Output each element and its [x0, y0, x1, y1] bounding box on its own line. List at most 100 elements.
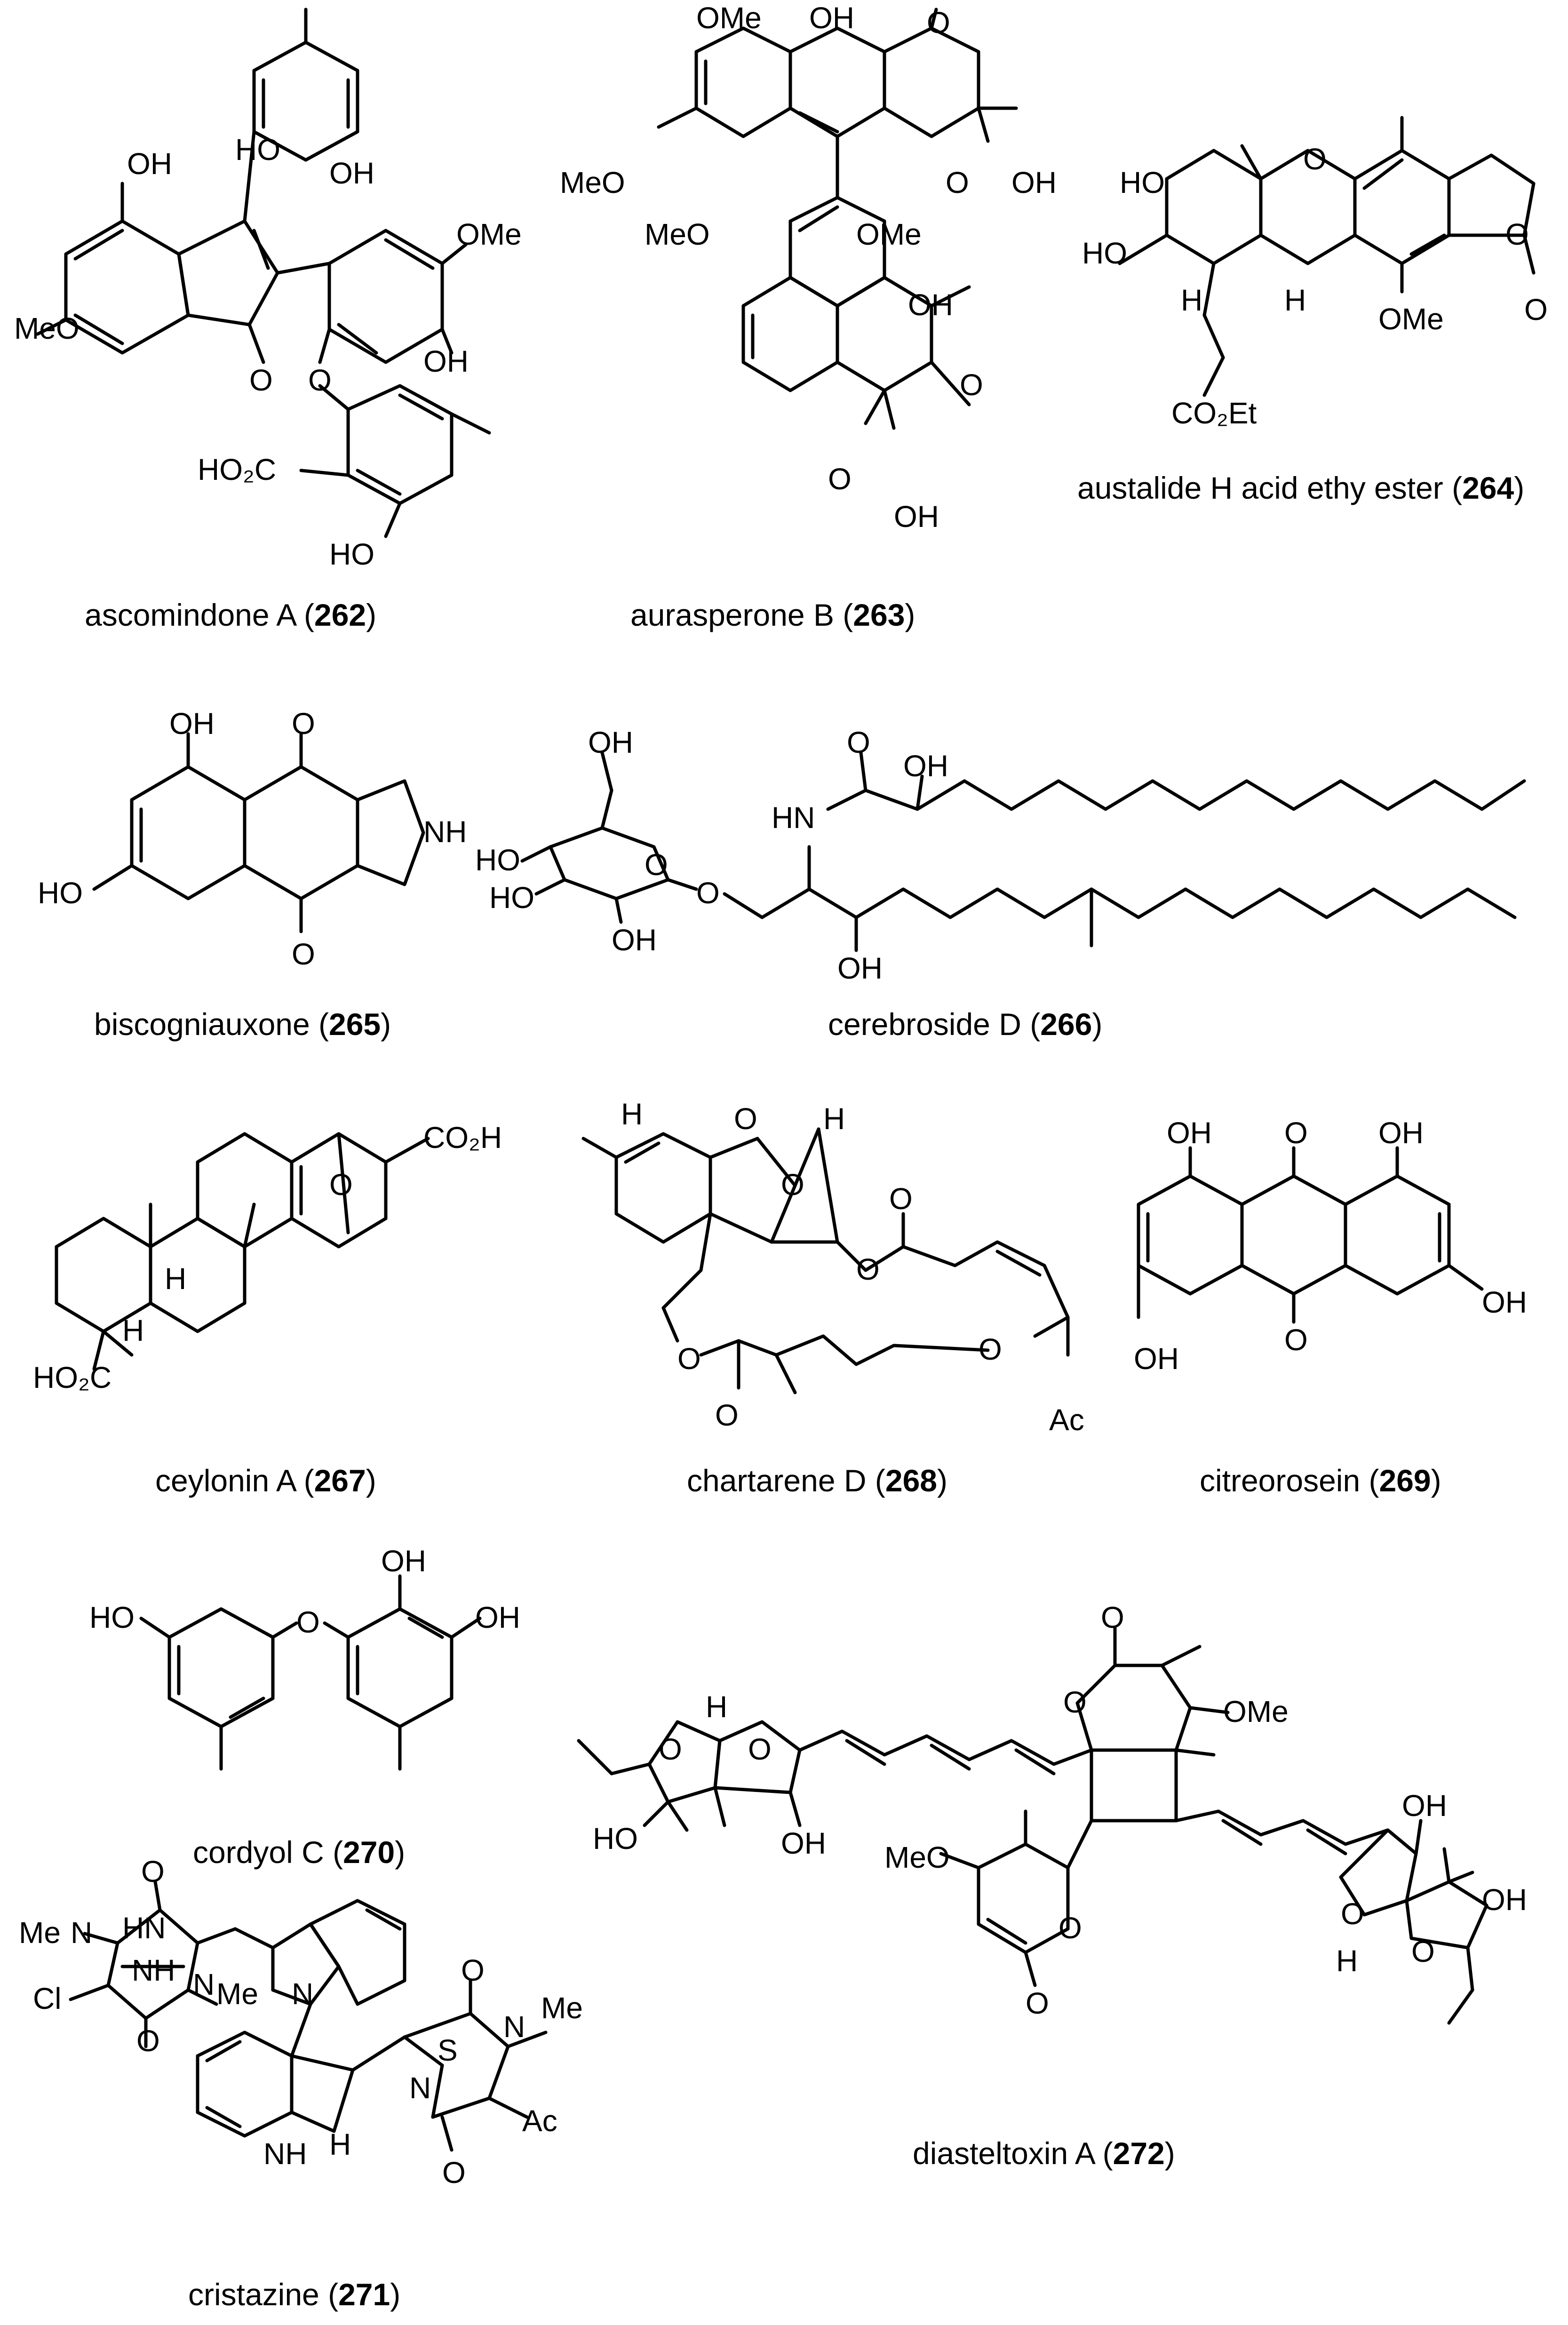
label-oh: OH: [837, 951, 883, 985]
label-cl: Cl: [33, 1982, 61, 2015]
label-o: O: [442, 2156, 466, 2190]
structure-268: H O H O O O O O O Ac: [581, 1097, 1084, 1437]
label-hn: HN: [122, 1911, 166, 1945]
label-co2et: CO₂Et: [1171, 396, 1257, 430]
label-ome: OMe: [456, 217, 522, 251]
label-o: O: [946, 166, 969, 199]
label-ome: MeO: [560, 166, 625, 199]
compound-number: 263: [853, 597, 905, 632]
label-o: O: [1303, 142, 1327, 176]
label-h: H: [1284, 283, 1306, 317]
compound-name: cristazine: [188, 2277, 319, 2312]
structure-267: CO₂H O H H HO₂C: [33, 1121, 502, 1394]
label-me: Me: [19, 1916, 61, 1950]
label-o: O: [734, 1102, 757, 1136]
label-oh: HO: [1120, 166, 1165, 199]
label-ac: Ac: [1049, 1403, 1084, 1437]
label-o: O: [1101, 1600, 1124, 1634]
caption-262: ascomindone A (262): [85, 597, 376, 632]
label-oh: HO: [489, 881, 534, 915]
label-o: O: [329, 1168, 353, 1202]
label-n: N: [503, 2010, 525, 2044]
label-o: O: [1284, 1116, 1308, 1150]
label-h: H: [1336, 1944, 1358, 1978]
label-co2h: HO₂C: [33, 1361, 111, 1394]
label-oh: OH: [475, 1600, 520, 1634]
compound-name: cerebroside D: [828, 1007, 1021, 1042]
label-o: O: [889, 1182, 913, 1216]
label-o: O: [249, 363, 273, 397]
label-o: O: [828, 462, 852, 496]
label-oh: OH: [908, 288, 953, 322]
label-ome: MeO: [884, 1840, 950, 1874]
structure-272: H O O HO OH O O OMe MeO O O OH OH O H O: [577, 1600, 1527, 2025]
label-o: O: [1063, 1685, 1087, 1719]
compound-name: diasteltoxin A: [913, 2136, 1096, 2171]
label-oh: OH: [127, 147, 172, 181]
label-o: O: [979, 1332, 1002, 1366]
compound-name: ceylonin A: [155, 1463, 297, 1498]
label-n: N: [409, 2071, 431, 2105]
label-oh: OH: [612, 923, 657, 957]
label-nh: NH: [263, 2137, 307, 2171]
label-o: O: [292, 937, 315, 971]
compound-number: 270: [343, 1835, 395, 1870]
label-me: Me: [541, 1991, 583, 2025]
compound-number: 268: [885, 1463, 937, 1498]
label-o: O: [308, 363, 332, 397]
caption-265: biscogniauxone (265): [94, 1007, 391, 1042]
label-oh: OH: [1482, 1285, 1527, 1319]
label-oh: OH: [588, 725, 633, 759]
compound-number: 271: [338, 2277, 390, 2312]
caption-272: diasteltoxin A (272): [913, 2136, 1175, 2171]
compound-name: austalide H acid ethy ester: [1077, 470, 1443, 505]
structure-264: HO HO H H O O O OMe CO₂Et: [1082, 116, 1548, 430]
label-ome: OMe: [1378, 302, 1444, 336]
label-o: O: [292, 707, 315, 740]
label-o: O: [1505, 217, 1529, 251]
label-ome: OMe: [696, 1, 762, 35]
caption-266: cerebroside D (266): [828, 1007, 1102, 1042]
label-co2h: HO₂C: [198, 453, 276, 486]
structure-270: HO O OH OH: [89, 1544, 520, 1771]
label-oh: OH: [903, 749, 948, 783]
label-oh: OH: [1378, 1116, 1424, 1150]
label-oh: OH: [1134, 1342, 1179, 1376]
label-s: S: [438, 2033, 458, 2067]
structure-271: O Me N HN NH N Me Cl O N NH H N S O N Me…: [19, 1855, 583, 2190]
label-o: O: [927, 6, 950, 40]
label-o: O: [1026, 1986, 1049, 2020]
label-oh: OH: [1482, 1883, 1527, 1917]
label-ome: MeO: [645, 217, 710, 251]
label-o: O: [847, 725, 870, 759]
label-h: H: [165, 1262, 186, 1296]
label-o: O: [136, 2024, 160, 2058]
label-h: H: [706, 1690, 727, 1724]
label-o: O: [1059, 1911, 1082, 1945]
label-h: H: [1181, 283, 1202, 317]
structure-262: HO OH OH MeO O OMe OH O HO₂C HO: [14, 8, 522, 571]
label-n: N: [71, 1916, 92, 1950]
label-o: O: [1411, 1935, 1435, 1968]
label-me: Me: [216, 1977, 258, 2011]
caption-267: ceylonin A (267): [155, 1463, 376, 1498]
structure-265: OH O NH HO O: [38, 707, 467, 971]
label-oh: OH: [1167, 1116, 1212, 1150]
label-n: N: [193, 1967, 215, 2001]
label-h: H: [122, 1314, 144, 1347]
compound-name: aurasperone B: [630, 597, 834, 632]
label-hn: HN: [772, 801, 815, 835]
caption-269: citreorosein (269): [1200, 1463, 1441, 1498]
label-o: O: [781, 1168, 804, 1202]
structure-269: OH O OH OH OH O: [1134, 1116, 1527, 1376]
label-oh: OH: [381, 1544, 426, 1578]
label-o: O: [1341, 1897, 1364, 1931]
label-o: O: [960, 368, 983, 402]
label-oh: HO: [1082, 236, 1127, 270]
label-o: O: [645, 848, 668, 882]
label-oh: HO: [593, 1822, 638, 1855]
label-o: O: [1524, 293, 1548, 326]
caption-268: chartarene D (268): [687, 1463, 947, 1498]
caption-264: austalide H acid ethy ester (264): [1077, 470, 1524, 505]
label-oh: HO: [38, 876, 83, 910]
